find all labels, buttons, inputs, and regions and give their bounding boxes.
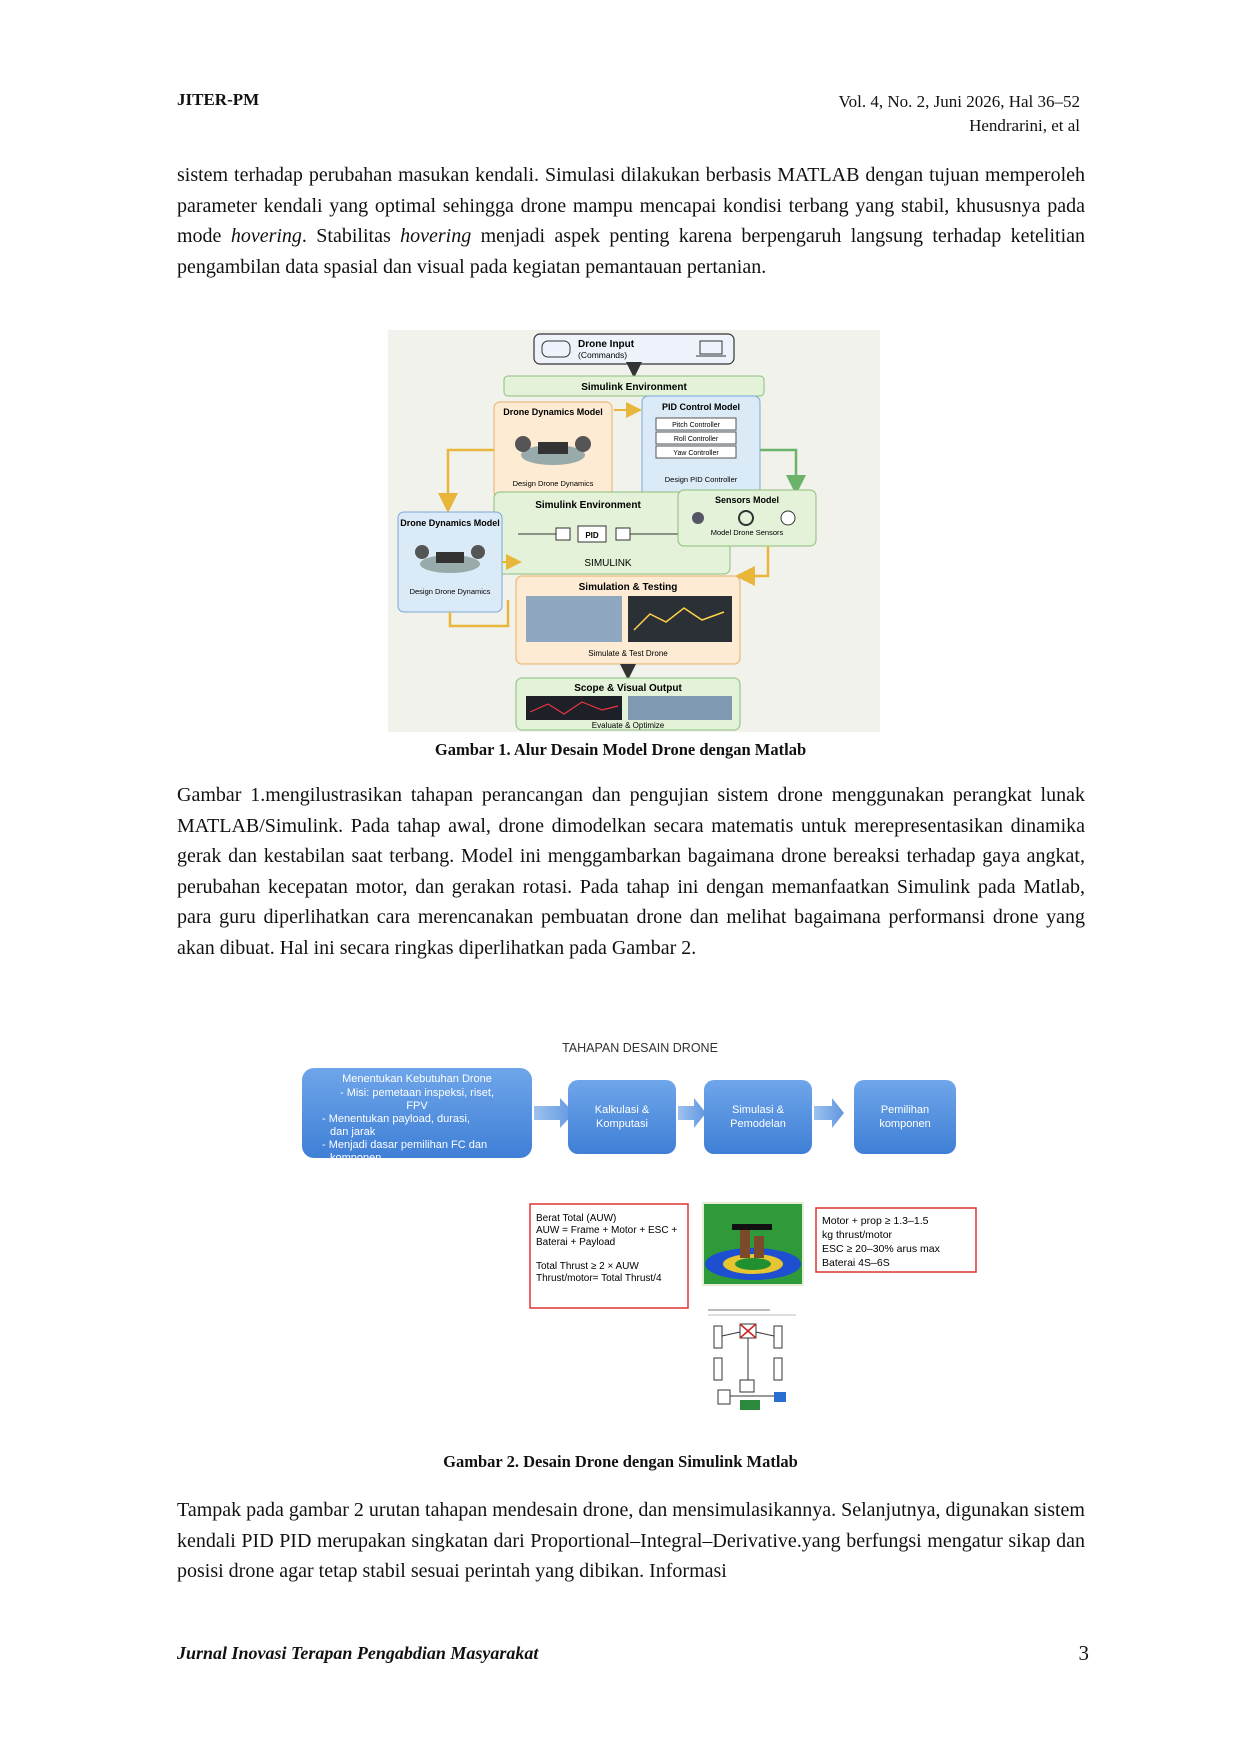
simulation-testing-box: Simulation & Testing Simulate & Test Dro…: [515, 575, 741, 665]
simulink-block-diagram-thumbnail: [704, 1302, 804, 1420]
paragraph-1: sistem terhadap perubahan masukan kendal…: [177, 160, 1085, 282]
sim-test-sub: Simulate & Test Drone: [588, 649, 668, 658]
calc-line-6: Thrust/motor= Total Thrust/4: [536, 1273, 662, 1284]
pid-title: PID Control Model: [662, 402, 740, 412]
motor-line-2: kg thrust/motor: [822, 1229, 893, 1241]
calc-line-3: Baterai + Payload: [536, 1237, 615, 1248]
journal-abbrev: JITER-PM: [177, 90, 260, 109]
drone-input-label: Drone Input: [578, 339, 635, 350]
figure-1-diagram: Drone Input (Commands) Simulink Environm…: [388, 330, 880, 732]
figure-2-caption: Gambar 2. Desain Drone dengan Simulink M…: [443, 1452, 798, 1471]
sim-test-title: Simulation & Testing: [579, 582, 678, 593]
simulation-screenshot: [702, 1202, 804, 1286]
sensors-title: Sensors Model: [715, 495, 779, 505]
paragraph-2: Gambar 1.mengilustrasikan tahapan peranc…: [177, 784, 1085, 959]
scope-visual-box: Scope & Visual Output Evaluate & Optimiz…: [515, 677, 741, 731]
calc-line-2: AUW = Frame + Motor + ESC +: [536, 1225, 677, 1236]
pid-sub: Design PID Controller: [665, 475, 738, 484]
scope-sub: Evaluate & Optimize: [592, 721, 665, 730]
box1-line-6: - Menjadi dasar pemilihan FC dan: [322, 1139, 487, 1151]
arrow-1: [534, 1098, 574, 1128]
header-right: Vol. 4, No. 2, Juni 2026, Hal 36–52 Hend…: [839, 90, 1080, 138]
box4-line-2: komponen: [879, 1118, 930, 1130]
stage-box-components: Pemilihan komponen: [854, 1080, 956, 1154]
dyn-left-title: Drone Dynamics Model: [400, 518, 500, 528]
sensors-model-box: Sensors Model Model Drone Sensors: [677, 489, 817, 547]
simulink-env-mid-label: Simulink Environment: [535, 500, 641, 511]
arrow-2: [678, 1098, 706, 1128]
pitch-controller: Pitch Controller: [672, 422, 721, 429]
box1-line-4: - Menentukan payload, durasi,: [322, 1113, 470, 1125]
dyn-model-sub: Design Drone Dynamics: [513, 479, 594, 488]
box4-line-1: Pemilihan: [881, 1104, 929, 1116]
calc-formula-box: Berat Total (AUW) AUW = Frame + Motor + …: [529, 1203, 689, 1309]
motor-spec-box: Motor + prop ≥ 1.3–1.5 kg thrust/motor E…: [815, 1207, 977, 1273]
yaw-controller: Yaw Controller: [673, 450, 719, 457]
p1-text-2: . Stabilitas: [301, 225, 401, 247]
footer-journal-name: Jurnal Inovasi Terapan Pengabdian Masyar…: [177, 1643, 539, 1663]
box1-line-1: Menentukan Kebutuhan Drone: [342, 1073, 492, 1085]
paragraph-3: Tampak pada gambar 2 urutan tahapan mend…: [177, 1499, 1085, 1582]
sensors-sub: Model Drone Sensors: [711, 528, 784, 537]
calc-line-5: Total Thrust ≥ 2 × AUW: [536, 1261, 639, 1272]
motor-line-1: Motor + prop ≥ 1.3–1.5: [822, 1215, 929, 1227]
box3-line-2: Pemodelan: [730, 1118, 786, 1130]
box1-line-7: komponen: [330, 1152, 381, 1164]
box1-line-3: FPV: [406, 1100, 428, 1112]
dyn-model-title: Drone Dynamics Model: [503, 407, 603, 417]
stage-box-simulation: Simulasi & Pemodelan: [704, 1080, 812, 1154]
drone-dynamics-box: Drone Dynamics Model Design Drone Dynami…: [493, 401, 613, 499]
motor-line-3: ESC ≥ 20–30% arus max: [822, 1243, 941, 1255]
figure-2-diagram: TAHAPAN DESAIN DRONE Menentukan Kebutuha…: [302, 1041, 977, 1420]
box1-line-2: - Misi: pemetaan inspeksi, riset,: [340, 1087, 494, 1099]
simulink-logo: SIMULINK: [584, 558, 632, 569]
issue-info: Vol. 4, No. 2, Juni 2026, Hal 36–52: [838, 92, 1080, 111]
drone-dynamics-left-box: Drone Dynamics Model Design Drone Dynami…: [397, 511, 503, 613]
roll-controller: Roll Controller: [674, 436, 719, 443]
p1-text-1: sistem terhadap perubahan masukan kendal…: [177, 164, 1085, 247]
arrow-pid-to-sensors: [760, 448, 806, 495]
p1-text-3: menjadi aspek penting karena berpengaruh…: [177, 225, 1085, 278]
p1-emphasis-1: hovering: [230, 225, 302, 247]
box2-line-1: Kalkulasi &: [595, 1104, 650, 1116]
pid-block-label: PID: [585, 531, 599, 540]
box2-line-2: Komputasi: [596, 1118, 648, 1130]
box3-line-1: Simulasi &: [732, 1104, 785, 1116]
page-number: 3: [1078, 1641, 1090, 1665]
simulink-env-mid-box: Simulink Environment PID SIMULINK: [493, 491, 731, 575]
drone-input-box: Drone Input (Commands): [533, 333, 735, 365]
arrow-3: [814, 1098, 844, 1128]
simulink-env-top-label: Simulink Environment: [581, 382, 687, 393]
arrow-sensors-to-sim: [735, 546, 770, 586]
authors: Hendrarini, et al: [969, 116, 1080, 135]
figure-1-caption: Gambar 1. Alur Desain Model Drone dengan…: [434, 740, 807, 759]
drone-input-sub: (Commands): [578, 350, 627, 360]
arrow-left-loop: [448, 600, 510, 628]
p1-emphasis-2: hovering: [400, 225, 472, 247]
box1-line-5: dan jarak: [330, 1126, 376, 1138]
scope-title: Scope & Visual Output: [574, 683, 682, 694]
arrow-dyn-to-left: [438, 448, 494, 513]
stage-box-calculation: Kalkulasi & Komputasi: [568, 1080, 676, 1154]
calc-line-1: Berat Total (AUW): [536, 1213, 616, 1224]
stage-box-requirements: Menentukan Kebutuhan Drone - Misi: pemet…: [302, 1068, 532, 1164]
motor-line-4: Baterai 4S–6S: [822, 1257, 890, 1269]
fig2-title: TAHAPAN DESAIN DRONE: [562, 1041, 718, 1055]
simulink-env-top-box: [503, 375, 765, 397]
dyn-left-sub: Design Drone Dynamics: [410, 587, 491, 596]
